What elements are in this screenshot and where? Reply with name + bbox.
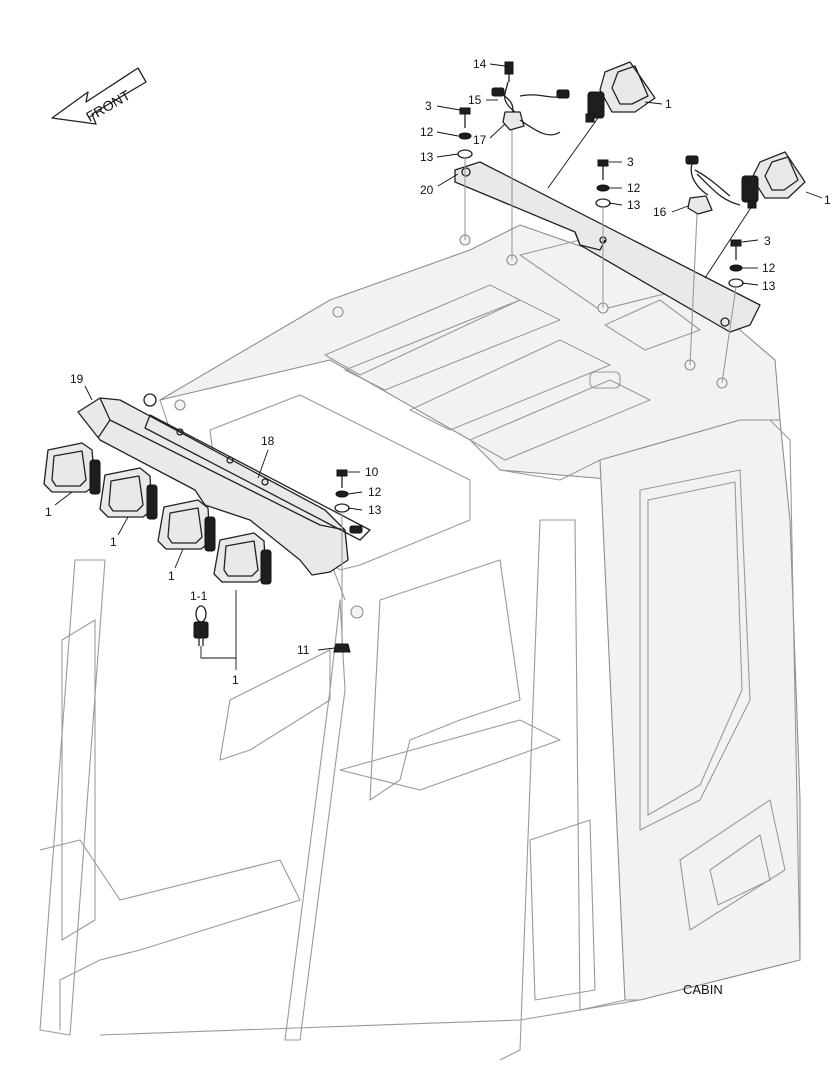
front-light-bar [77,393,371,576]
roof-handle [589,371,621,389]
rear-harness-16 [685,155,741,215]
front-work-light-2 [99,467,158,520]
roof-panel-center-2 [409,339,611,431]
callout-13: 13 [368,503,382,517]
bolt-stack-a [457,107,473,240]
section-label: CABIN [683,982,723,997]
front-direction-arrow: FRONT [51,67,147,125]
callout-19: 19 [70,372,84,386]
callout-1: 1 [45,505,52,519]
cabin-interior-frame [369,559,521,801]
callout-3: 3 [627,155,634,169]
rear-work-light-b [741,151,806,209]
cabin-front-pillar-left [39,559,106,1036]
roof-mount-hole-8 [350,605,364,619]
callout-1-1: 1-1 [190,589,208,603]
callout-13: 13 [762,279,776,293]
front-light-bracket [144,414,371,541]
roof-panel-center-3 [469,379,651,461]
callout-15: 15 [468,93,482,107]
cabin-front-window-frame [219,649,331,761]
callout-12: 12 [420,125,434,139]
bolt-stack-c [721,239,744,384]
callout-1: 1 [110,535,117,549]
cabin-body [39,224,801,1061]
callout-1: 1 [824,193,831,207]
cabin-front-pillar-right [284,599,346,1041]
callout-20: 20 [420,183,434,197]
callout-12: 12 [368,485,382,499]
front-work-light-3 [157,499,216,552]
front-bolt-stack [333,469,351,653]
callout-11: 11 [297,643,310,657]
callout-13: 13 [420,150,434,164]
callout-3: 3 [764,234,771,248]
cabin-rear-window [679,799,786,931]
callout-12: 12 [627,181,641,195]
cabin-rear-pillar [769,419,801,961]
callout-12: 12 [762,261,776,275]
front-light-cover [77,397,349,576]
roof-panel-far-right [604,299,701,351]
callout-3: 3 [425,99,432,113]
callout-18: 18 [261,434,275,448]
roof-mount-hole-6 [174,399,186,411]
cabin-door-handle [529,819,596,1001]
callout-14: 14 [473,57,487,71]
callout-leader-lines [54,63,823,670]
front-work-light-4 [213,532,272,585]
callout-10: 10 [365,465,379,479]
bolt-stack-b [595,159,611,308]
cabin-rear-window-inner [709,834,771,906]
callout-1: 1 [665,97,672,111]
front-work-light-1 [43,442,101,495]
roof-panel-center-1 [344,299,561,391]
cabin-floor-edge [99,999,641,1036]
callout-1: 1 [232,673,239,687]
harness-routing-lines [511,117,753,366]
cabin-interior-shelf [339,719,561,791]
front-arrow-label: FRONT [83,87,133,125]
cabin-right-side-panel [599,419,801,1001]
callout-16: 16 [653,205,667,219]
cabin-front-lower-frame [39,839,301,1030]
callout-1: 1 [168,569,175,583]
cabin-door-frame [499,459,626,1061]
rear-work-light-a [585,61,656,123]
callout-17: 17 [473,133,487,147]
rear-harness-15-17 [491,61,570,136]
cabin-left-panel [61,619,96,941]
cabin-right-window [639,469,751,831]
callout-13: 13 [627,198,641,212]
callout-labels: 14 15 3 12 17 13 20 1 3 12 13 1 16 3 12 … [45,57,831,997]
halogen-bulb [193,605,209,646]
roof-mount-hole-7 [332,306,344,318]
cabin-right-window-inner [647,481,743,816]
